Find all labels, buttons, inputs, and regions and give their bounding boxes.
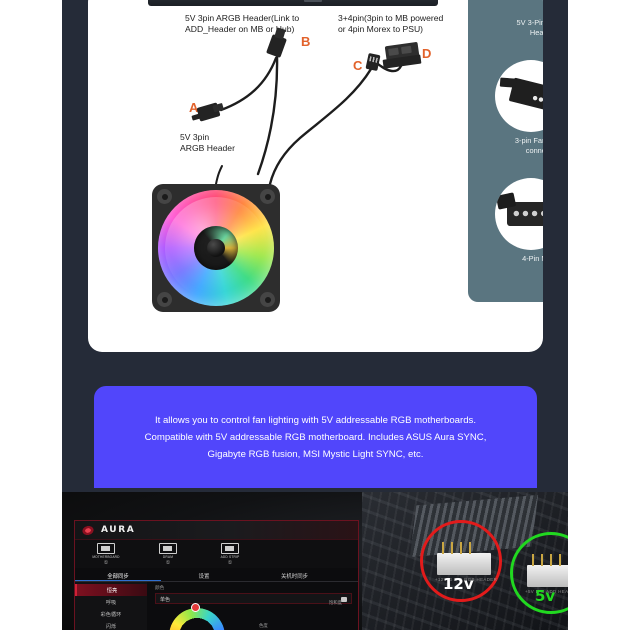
effect-item-static[interactable]: 恒亮 bbox=[75, 584, 147, 596]
rgb-case-fan-image bbox=[152, 184, 280, 312]
aura-brand-label: AURA bbox=[101, 525, 136, 535]
aura-software-window: AURA MOTHERBOARD ① DRAM ① ADD STRIP ① bbox=[74, 520, 359, 630]
addressable-header-pins bbox=[527, 554, 568, 587]
aura-tab-bar: 全部同步 设置 关机时同步 bbox=[75, 568, 358, 582]
connector-d-molex bbox=[384, 41, 421, 68]
3pin-fan-power-connector-icon bbox=[495, 60, 543, 132]
color-mode-value: 单色 bbox=[160, 597, 171, 603]
rog-logo-icon bbox=[79, 523, 97, 538]
legend-item: 4-Pin Morex D bbox=[468, 174, 543, 292]
callout-label-5v: 5v bbox=[535, 587, 556, 605]
legend-caption: 5V 3-Pin ARGB Header bbox=[516, 18, 543, 37]
legend-item: 5V 3-Pin ARGB Header bbox=[468, 0, 543, 56]
device-tab-dram[interactable]: DRAM ① bbox=[147, 543, 189, 568]
callout-5v-header: +5V D G ADD HEADER 5v bbox=[510, 532, 568, 614]
motherboard-photo-section: AURA MOTHERBOARD ① DRAM ① ADD STRIP ① bbox=[62, 492, 568, 630]
label-power-description: 3+4pin(3pin to MB powered or 4pin Morex … bbox=[338, 13, 444, 34]
brightness-label: 饱和度 bbox=[328, 600, 342, 605]
aura-device-tabs: MOTHERBOARD ① DRAM ① ADD STRIP ① bbox=[75, 540, 358, 568]
tab-settings[interactable]: 设置 bbox=[198, 574, 210, 580]
motherboard-photo-strip bbox=[148, 0, 438, 6]
fan-mount-corner bbox=[157, 189, 172, 204]
device-count-badge: ① bbox=[165, 560, 171, 566]
legend-caption: 3-pin Fan Power connector bbox=[514, 136, 543, 155]
tab-sync-all[interactable]: 全部同步 bbox=[75, 568, 161, 581]
rgb-header-silkscreen: +12V G R B RGB HEADER bbox=[435, 577, 498, 582]
tab-shutdown-sync[interactable]: 关机时同步 bbox=[281, 574, 308, 580]
color-mode-select[interactable]: 单色 bbox=[155, 593, 352, 604]
device-tab-motherboard[interactable]: MOTHERBOARD ① bbox=[85, 543, 127, 568]
effect-item-breathing[interactable]: 呼吸 bbox=[105, 599, 117, 606]
fan-mount-corner bbox=[260, 189, 275, 204]
callout-12v-header: +12V G R B RGB HEADER 12v bbox=[420, 520, 502, 602]
marker-letter-b: B bbox=[301, 34, 311, 49]
compatibility-banner-text: It allows you to control fan lighting wi… bbox=[144, 414, 487, 460]
aura-effect-list: 恒亮 呼吸 彩色循环 闪烁 bbox=[75, 582, 147, 630]
aura-settings-pane: 颜色 单色 饱和度 色度 bbox=[147, 582, 358, 630]
compatibility-banner: It allows you to control fan lighting wi… bbox=[94, 386, 537, 488]
4pin-molex-connector-icon bbox=[495, 178, 543, 250]
add-header-silkscreen: +5V D G ADD HEADER bbox=[525, 589, 568, 594]
effect-item-strobing[interactable]: 闪烁 bbox=[105, 623, 117, 630]
motherboard-icon bbox=[97, 543, 115, 554]
effect-item-color-cycle[interactable]: 彩色循环 bbox=[100, 611, 122, 618]
marker-letter-c: C bbox=[353, 58, 363, 73]
legend-caption: 4-Pin Morex bbox=[522, 254, 543, 263]
color-wheel-handle[interactable] bbox=[191, 603, 200, 612]
device-tab-label: ADD STRIP bbox=[220, 555, 240, 559]
dram-icon bbox=[159, 543, 177, 554]
device-tab-label: DRAM bbox=[162, 555, 174, 559]
color-wheel[interactable] bbox=[169, 608, 225, 630]
label-argb-header-a: 5V 3pin ARGB Header bbox=[180, 132, 235, 153]
device-count-badge: ① bbox=[103, 560, 109, 566]
legend-item: 3-pin Fan Power connector C bbox=[468, 56, 543, 174]
device-tab-label: MOTHERBOARD bbox=[92, 555, 120, 559]
wiring-diagram-card: 5V 3pin ARGB Header(Link to ADD_Header o… bbox=[88, 0, 543, 352]
connector-legend-panel: 5V 3-Pin ARGB Header 3-pin Fan Power con… bbox=[468, 0, 543, 302]
chevron-down-icon bbox=[341, 597, 347, 602]
rgb-header-pins bbox=[437, 542, 491, 575]
fan-mount-corner bbox=[260, 292, 275, 307]
callout-label-12v: 12v bbox=[443, 575, 474, 593]
aura-content: 恒亮 呼吸 彩色循环 闪烁 颜色 单色 饱和度 色度 bbox=[75, 582, 358, 630]
fan-hub bbox=[194, 226, 238, 270]
cable-wires bbox=[215, 53, 403, 186]
aura-title-bar: AURA bbox=[75, 521, 358, 540]
marker-letter-d: D bbox=[422, 46, 432, 61]
fan-mount-corner bbox=[157, 292, 172, 307]
color-field-label: 颜色 bbox=[155, 585, 165, 590]
device-tab-add-strip[interactable]: ADD STRIP ① bbox=[209, 543, 251, 568]
device-count-badge: ① bbox=[227, 560, 233, 566]
marker-letter-a: A bbox=[189, 100, 199, 115]
add-strip-icon bbox=[221, 543, 239, 554]
hue-label: 色度 bbox=[259, 623, 268, 628]
